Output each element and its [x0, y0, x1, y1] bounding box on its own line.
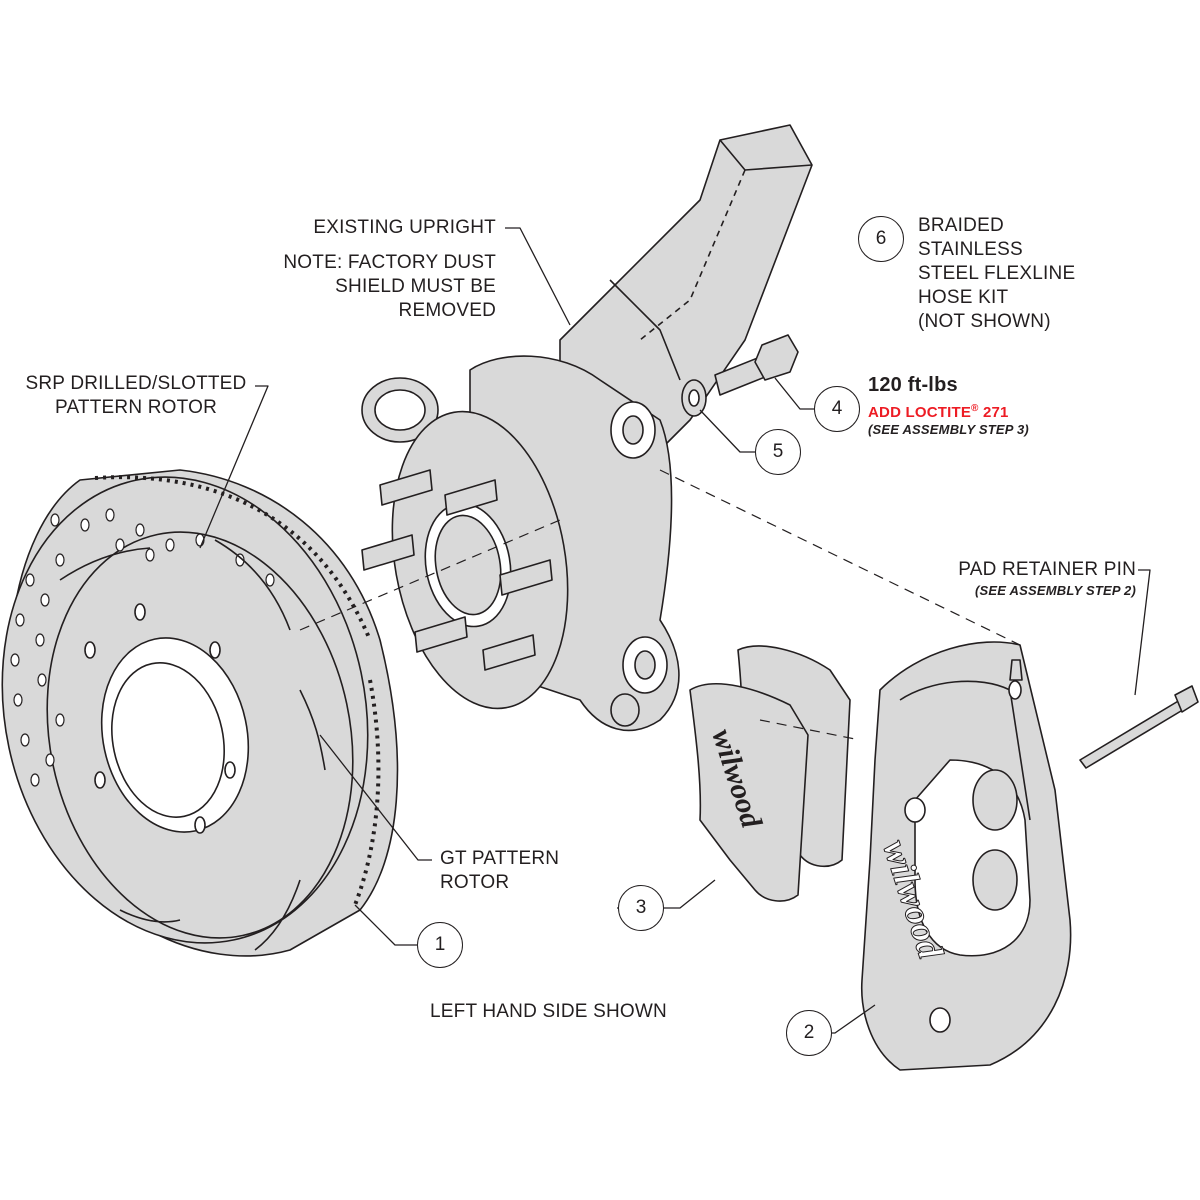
hub-upright-illustration: [361, 124, 813, 732]
callout-3: 3: [618, 885, 664, 931]
flexline-line-1: BRAIDED: [918, 215, 1004, 236]
label-loctite: ADD LOCTITE® 271: [868, 399, 1068, 423]
srp-rotor-line-1: SRP DRILLED/SLOTTED: [25, 373, 247, 394]
leader-lines: [199, 227, 1151, 1034]
label-torque: 120 ft-lbs: [868, 374, 958, 396]
flexline-line-5: (NOT SHOWN): [918, 311, 1051, 332]
note-line-3: REMOVED: [398, 300, 496, 321]
callout-5: 5: [755, 429, 801, 475]
gt-rotor-line-2: ROTOR: [440, 872, 510, 893]
note-line-2: SHIELD MUST BE: [335, 276, 496, 297]
label-see-step-2: (SEE ASSEMBLY STEP 2): [975, 583, 1136, 598]
brake-pads-illustration: [689, 645, 851, 902]
label-note: NOTE: FACTORY DUST SHIELD MUST BE REMOVE…: [220, 251, 496, 323]
callout-6: 6: [858, 216, 904, 262]
label-flexline: BRAIDED STAINLESS STEEL FLEXLINE HOSE KI…: [918, 214, 1118, 334]
flexline-line-2: STAINLESS: [918, 239, 1023, 260]
note-line-1: NOTE: FACTORY DUST: [283, 252, 496, 273]
assembly-guide-lines: [299, 469, 1021, 741]
label-side-shown: LEFT HAND SIDE SHOWN: [430, 1001, 667, 1022]
label-gt-rotor: GT PATTERN ROTOR: [440, 847, 610, 895]
flexline-line-3: STEEL FLEXLINE: [918, 263, 1076, 284]
bolt-washer-illustration: [681, 334, 799, 417]
caliper-illustration: [860, 641, 1072, 1071]
loctite-registered-mark: ®: [971, 403, 979, 414]
rotor-illustration: [1, 469, 399, 957]
label-srp-rotor: SRP DRILLED/SLOTTED PATTERN ROTOR: [5, 372, 267, 420]
pad-retainer-pin-illustration: [1079, 685, 1199, 769]
callout-2: 2: [786, 1010, 832, 1056]
callout-1: 1: [417, 922, 463, 968]
label-see-step-3: (SEE ASSEMBLY STEP 3): [868, 422, 1029, 437]
srp-rotor-line-2: PATTERN ROTOR: [55, 397, 217, 418]
label-pad-retainer-pin: PAD RETAINER PIN: [958, 559, 1136, 580]
label-existing-upright: EXISTING UPRIGHT: [313, 217, 496, 238]
loctite-suffix: 271: [978, 404, 1009, 421]
gt-rotor-line-1: GT PATTERN: [440, 848, 560, 869]
loctite-prefix: ADD LOCTITE: [868, 404, 972, 421]
flexline-line-4: HOSE KIT: [918, 287, 1009, 308]
callout-4: 4: [814, 386, 860, 432]
